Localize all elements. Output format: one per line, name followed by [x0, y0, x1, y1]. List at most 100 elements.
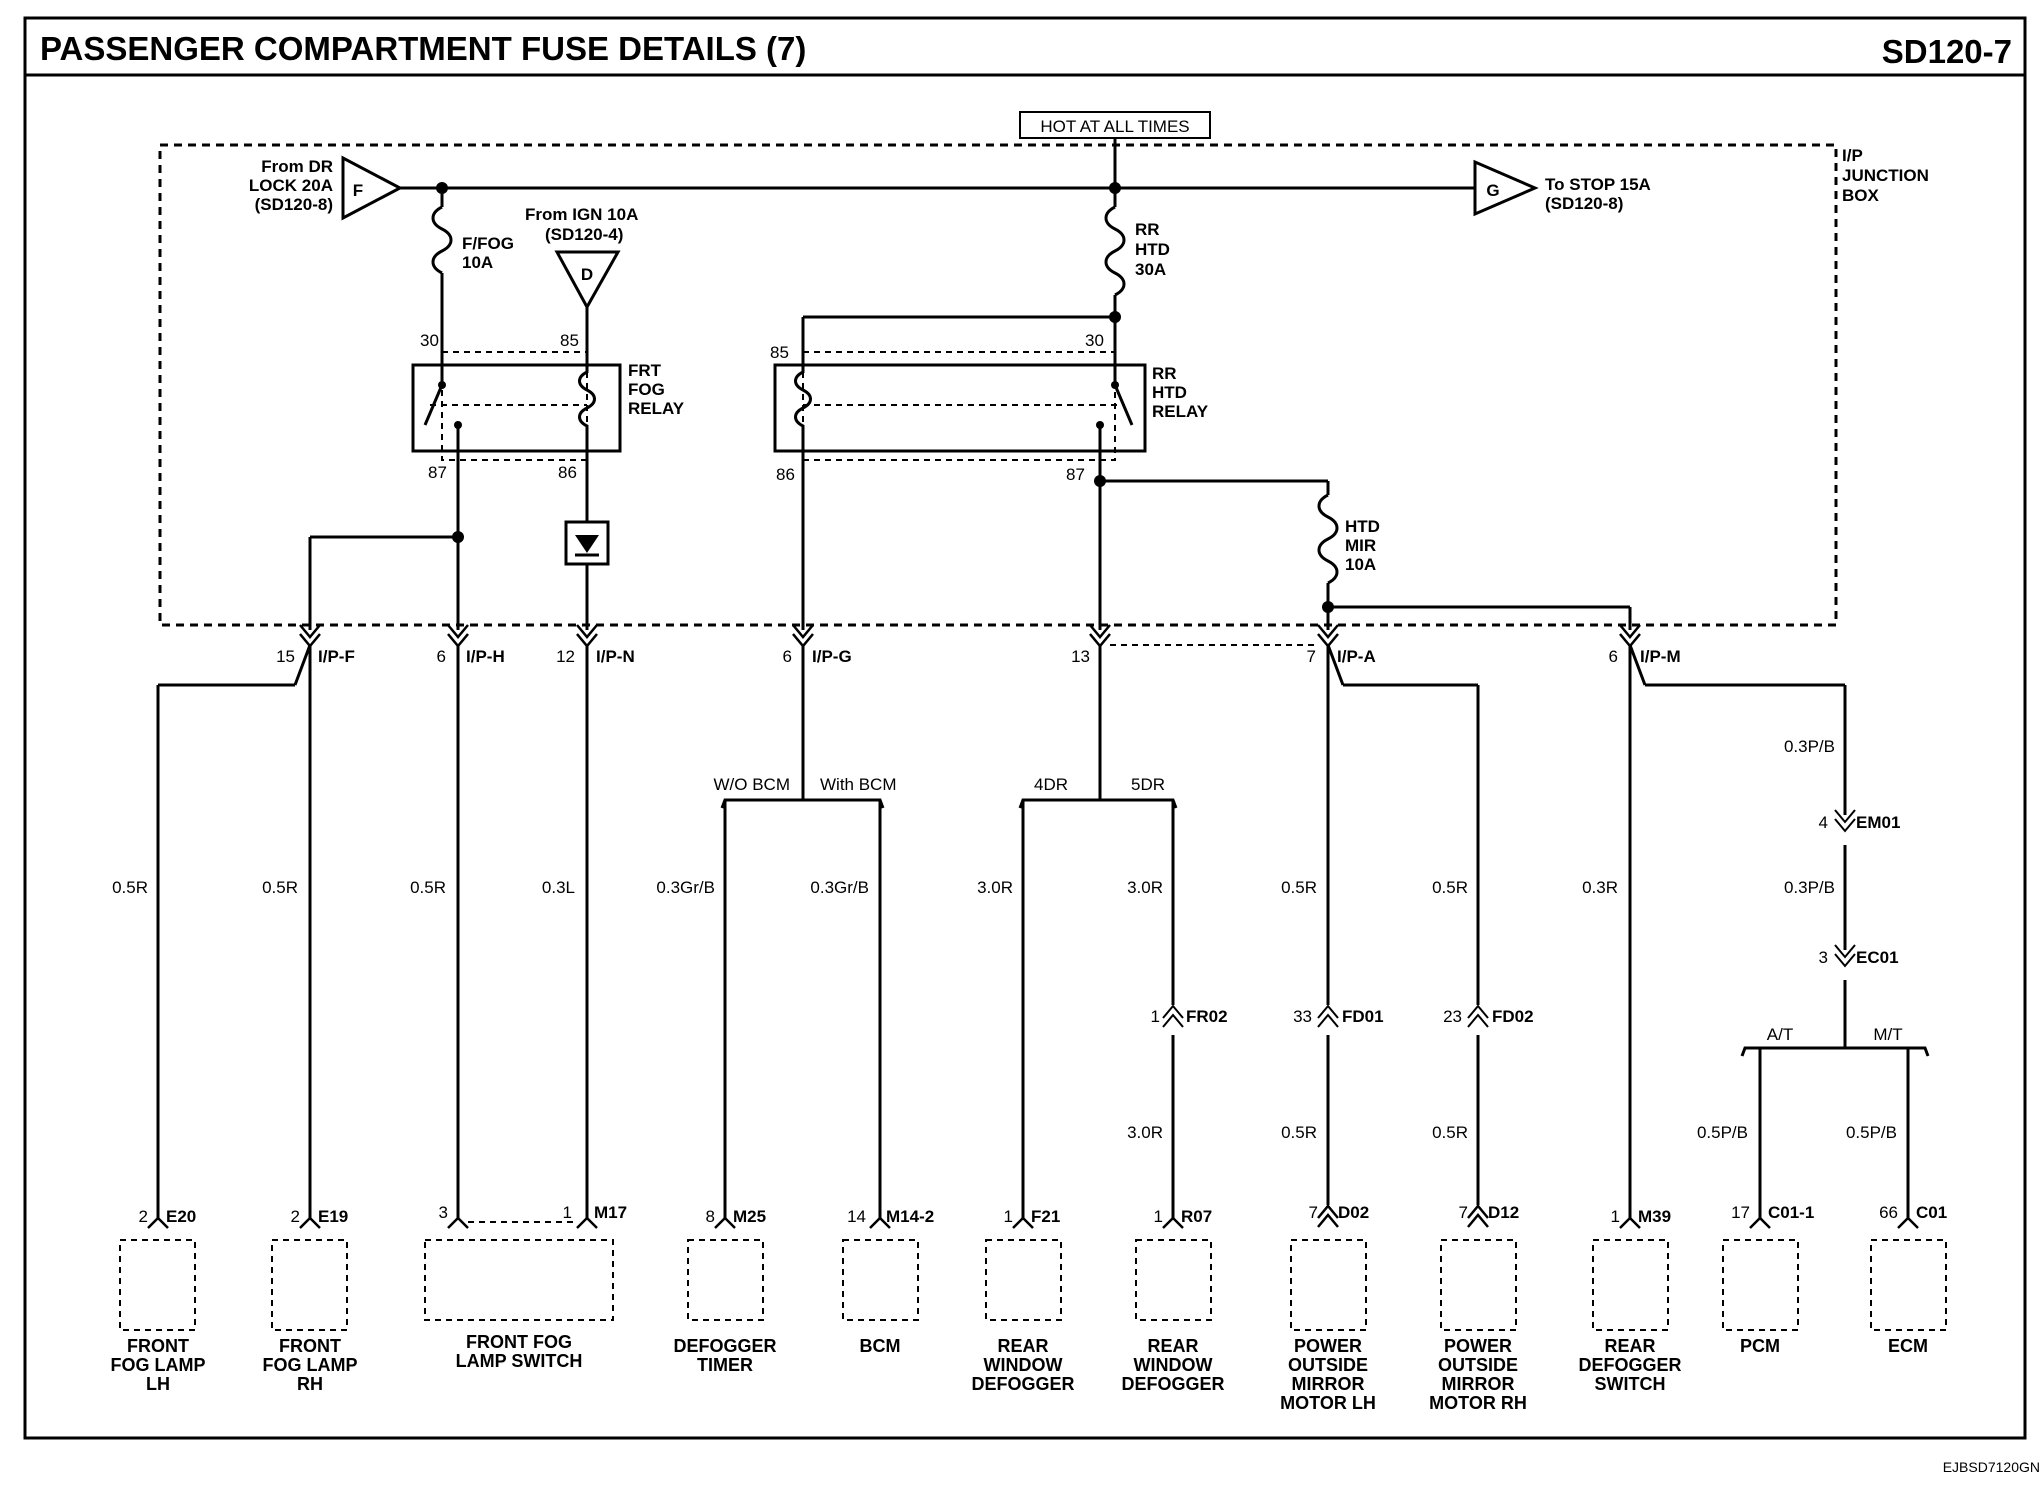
from-ign-symbol: D: [581, 265, 593, 284]
svg-text:JUNCTION: JUNCTION: [1842, 166, 1929, 185]
svg-text:E19: E19: [318, 1207, 348, 1226]
svg-text:To STOP 15A: To STOP 15A: [1545, 175, 1651, 194]
wire-label: 0.3P/B: [1784, 737, 1835, 756]
inline-connector-name: EC01: [1856, 948, 1899, 967]
split-label: W/O BCM: [714, 775, 791, 794]
svg-text:17: 17: [1731, 1203, 1750, 1222]
svg-text:WINDOW: WINDOW: [1134, 1355, 1213, 1375]
htd-mir-fuse-label: HTD MIR 10A: [1345, 517, 1380, 574]
from-ign-label: From IGN 10A (SD120-4): [525, 205, 638, 244]
svg-text:DEFOGGER: DEFOGGER: [1578, 1355, 1681, 1375]
to-stop-label: To STOP 15A (SD120-8): [1545, 175, 1651, 213]
wire-label: 0.5R: [1281, 1123, 1317, 1142]
svg-text:REAR: REAR: [1147, 1336, 1198, 1356]
relay-pin: 30: [1085, 331, 1104, 350]
svg-text:POWER: POWER: [1444, 1336, 1512, 1356]
ip-connector-labels: 15 I/P-F 6 I/P-H 12 I/P-N 6 I/P-G 13 7 I…: [276, 647, 1681, 666]
svg-text:7: 7: [1459, 1203, 1468, 1222]
svg-text:8: 8: [706, 1207, 715, 1226]
svg-text:FOG LAMP: FOG LAMP: [111, 1355, 206, 1375]
wire-label: 0.3L: [542, 878, 575, 897]
component-rear-defogger-switch: 1 M39 REAR DEFOGGER SWITCH: [1578, 1207, 1681, 1394]
svg-text:DEFOGGER: DEFOGGER: [1121, 1374, 1224, 1394]
svg-text:2: 2: [139, 1207, 148, 1226]
wire-label: 0.3P/B: [1784, 878, 1835, 897]
page-code: SD120-7: [1882, 33, 2012, 70]
component-front-fog-lamp-switch: 3 1 M17 FRONT FOG LAMP SWITCH: [424, 1203, 627, 1371]
relay-pin: 30: [420, 331, 439, 350]
svg-text:MOTOR RH: MOTOR RH: [1429, 1393, 1527, 1413]
svg-text:6: 6: [437, 647, 446, 666]
inline-connector-name: EM01: [1856, 813, 1900, 832]
from-dr-lock-triangle: [341, 155, 404, 221]
footer-code: EJBSD7120GN: [1943, 1459, 2040, 1475]
svg-text:MIR: MIR: [1345, 536, 1376, 555]
svg-text:ECM: ECM: [1888, 1336, 1928, 1356]
svg-text:MOTOR LH: MOTOR LH: [1280, 1393, 1376, 1413]
svg-text:LH: LH: [146, 1374, 170, 1394]
svg-text:7: 7: [1307, 647, 1316, 666]
component-pcm: 17 C01-1 PCM: [1722, 1203, 1814, 1356]
svg-text:6: 6: [783, 647, 792, 666]
wire-label: 3.0R: [1127, 878, 1163, 897]
svg-text:10A: 10A: [462, 253, 493, 272]
svg-text:RH: RH: [297, 1374, 323, 1394]
svg-text:RR: RR: [1152, 364, 1177, 383]
wire-label: 0.3Gr/B: [656, 878, 715, 897]
to-stop-symbol: G: [1486, 181, 1499, 200]
svg-text:BCM: BCM: [860, 1336, 901, 1356]
relay-pin: 85: [560, 331, 579, 350]
inline-connector-name: FD02: [1492, 1007, 1534, 1026]
svg-text:10A: 10A: [1345, 555, 1376, 574]
component-power-outside-mirror-motor-rh: 7 D12 POWER OUTSIDE MIRROR MOTOR RH: [1429, 1203, 1527, 1413]
svg-text:6: 6: [1609, 647, 1618, 666]
relay-pin: 87: [428, 463, 447, 482]
rr-htd-fuse-label: RR HTD 30A: [1135, 220, 1170, 279]
split-label: 4DR: [1034, 775, 1068, 794]
frt-fog-relay-label: FRT FOG RELAY: [628, 361, 685, 418]
svg-text:1: 1: [1004, 1207, 1013, 1226]
svg-text:13: 13: [1071, 647, 1090, 666]
svg-text:(SD120-8): (SD120-8): [255, 195, 333, 214]
svg-text:F21: F21: [1031, 1207, 1060, 1226]
from-dr-lock-symbol: F: [353, 181, 363, 200]
relay-pin: 85: [770, 343, 789, 362]
split-label: 5DR: [1131, 775, 1165, 794]
svg-text:FRONT: FRONT: [127, 1336, 189, 1356]
ffog-fuse: [431, 205, 453, 275]
svg-text:30A: 30A: [1135, 260, 1166, 279]
svg-text:MIRROR: MIRROR: [1292, 1374, 1365, 1394]
svg-text:REAR: REAR: [1604, 1336, 1655, 1356]
svg-text:BOX: BOX: [1842, 186, 1880, 205]
connector-chevron: [1162, 1004, 1184, 1028]
component-defogger-timer: 8 M25 DEFOGGER TIMER: [673, 1207, 776, 1375]
svg-text:LOCK 20A: LOCK 20A: [249, 176, 333, 195]
svg-text:HTD: HTD: [1152, 383, 1187, 402]
svg-text:MIRROR: MIRROR: [1442, 1374, 1515, 1394]
svg-text:I/P-M: I/P-M: [1640, 647, 1681, 666]
connector-chevron: [1834, 944, 1856, 968]
htd-mir-fuse: [1317, 493, 1339, 585]
svg-text:DEFOGGER: DEFOGGER: [971, 1374, 1074, 1394]
relay-pin: 86: [558, 463, 577, 482]
from-ign-triangle: [554, 250, 621, 311]
component-rear-window-defogger-5dr: 1 R07 REAR WINDOW DEFOGGER: [1121, 1207, 1224, 1394]
wire-label: 0.5R: [410, 878, 446, 897]
wire-label: 3.0R: [977, 878, 1013, 897]
rr-htd-fuse: [1104, 205, 1126, 297]
svg-text:12: 12: [556, 647, 575, 666]
wire-label: 0.3Gr/B: [810, 878, 869, 897]
wire-label: 0.5R: [1281, 878, 1317, 897]
svg-text:FRONT: FRONT: [279, 1336, 341, 1356]
wire-label: 0.5R: [262, 878, 298, 897]
frt-fog-relay: [411, 363, 622, 453]
inline-connector-pin: 1: [1151, 1007, 1160, 1026]
inline-connector-pin: 33: [1293, 1007, 1312, 1026]
svg-text:REAR: REAR: [997, 1336, 1048, 1356]
connector-chevron: [1317, 1004, 1339, 1028]
svg-text:(SD120-4): (SD120-4): [545, 225, 623, 244]
svg-text:HTD: HTD: [1345, 517, 1380, 536]
wire-label: 0.5P/B: [1697, 1123, 1748, 1142]
ip-junction-box-border: [158, 143, 1838, 627]
svg-text:M17: M17: [594, 1203, 627, 1222]
